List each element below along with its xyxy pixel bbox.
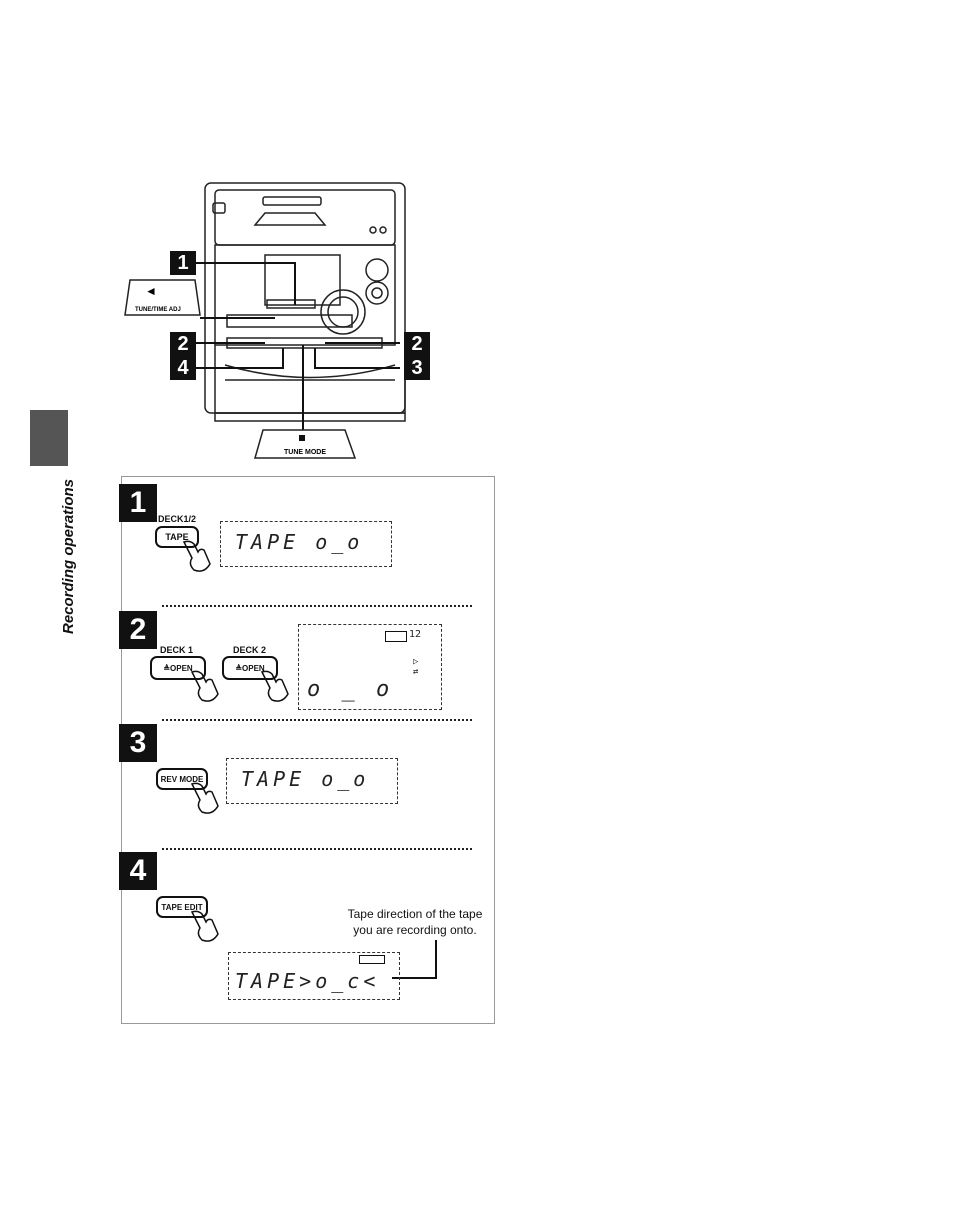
stereo-illustration: ◄ TUNE/TIME ADJ TUNE MODE bbox=[115, 175, 455, 465]
tune-time-label: TUNE/TIME ADJ bbox=[135, 307, 181, 313]
step-4-badge: 4 bbox=[119, 852, 157, 890]
hand-icon bbox=[256, 668, 292, 704]
section-tab bbox=[30, 410, 68, 466]
callout-2-right: 2 bbox=[404, 332, 430, 356]
play-direction-icon: ▷⇄ bbox=[413, 657, 418, 677]
hand-icon bbox=[186, 668, 222, 704]
step-3-display: TAPE o_o bbox=[226, 758, 398, 804]
separator bbox=[162, 605, 472, 607]
step-3-badge: 3 bbox=[119, 724, 157, 762]
step-1-caption: DECK1/2 bbox=[158, 514, 196, 524]
hand-icon bbox=[178, 538, 214, 574]
deck1-caption: DECK 1 bbox=[160, 645, 193, 655]
step-2-badge: 2 bbox=[119, 611, 157, 649]
step-1-badge: 1 bbox=[119, 484, 157, 522]
hand-icon bbox=[186, 780, 222, 816]
deck2-caption: DECK 2 bbox=[233, 645, 266, 655]
step-2-display: 12 ▷⇄ o _ o bbox=[298, 624, 442, 710]
svg-text:◄: ◄ bbox=[145, 284, 157, 298]
cassette-icon bbox=[359, 955, 385, 964]
callout-4: 4 bbox=[170, 356, 196, 380]
step-1-display: TAPE o_o bbox=[220, 521, 392, 567]
separator bbox=[162, 719, 472, 721]
tune-mode-label: TUNE MODE bbox=[284, 449, 326, 456]
hand-icon bbox=[186, 908, 222, 944]
cassette-icon bbox=[385, 631, 407, 642]
step-4-display: TAPE>o_c< bbox=[228, 952, 400, 1000]
direction-note: Tape direction of the tape you are recor… bbox=[340, 906, 490, 938]
section-label: Recording operations bbox=[38, 470, 68, 640]
callout-3: 3 bbox=[404, 356, 430, 380]
separator bbox=[162, 848, 472, 850]
callout-2-left: 2 bbox=[170, 332, 196, 356]
callout-1: 1 bbox=[170, 251, 196, 275]
